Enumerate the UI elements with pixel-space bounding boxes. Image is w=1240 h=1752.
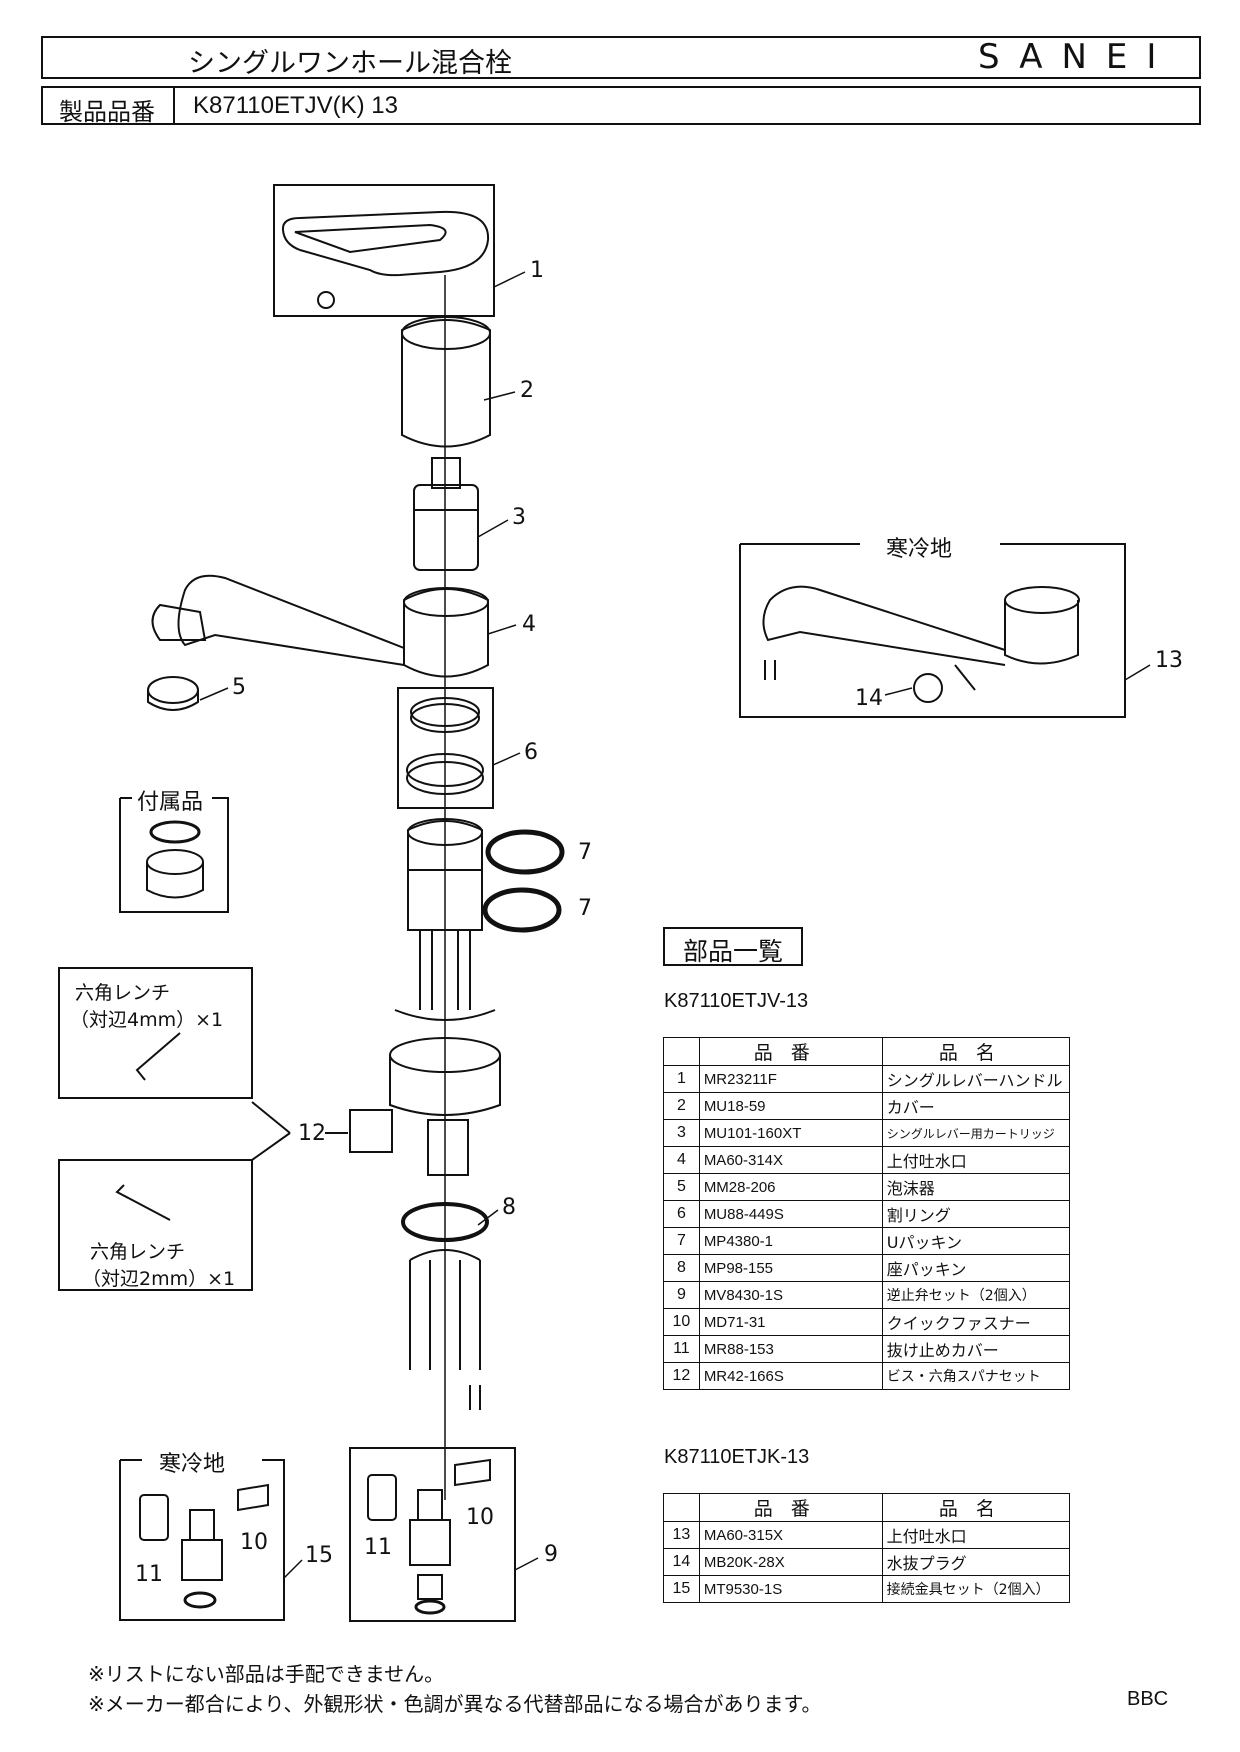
callout-6: 6 — [524, 740, 538, 765]
callout-4: 4 — [522, 612, 536, 637]
cold-region-frame-top — [739, 543, 1126, 718]
footer-code: BBC — [1127, 1688, 1169, 1710]
callout-12: 12 — [298, 1121, 326, 1146]
product-code: K87110ETJV(K) 13 — [193, 92, 398, 119]
callout-1: 1 — [530, 258, 544, 283]
part-12-screw-frame — [349, 1109, 393, 1153]
accessory-label: 付属品 — [137, 790, 204, 815]
callout-3: 3 — [512, 505, 526, 530]
wrench-2mm-line2: （対辺2mm）×1 — [82, 1268, 236, 1290]
part-6-frame — [397, 687, 494, 809]
divider — [173, 88, 175, 123]
callout-11-cold: 11 — [135, 1562, 163, 1587]
callout-13: 13 — [1155, 648, 1183, 673]
callout-9: 9 — [544, 1542, 558, 1567]
table1-title: K87110ETJV-13 — [664, 990, 809, 1012]
callout-2: 2 — [520, 378, 534, 403]
wrench-4mm-line2: （対辺4mm）×1 — [70, 1009, 224, 1031]
callout-11: 11 — [364, 1535, 392, 1560]
callout-10: 10 — [466, 1505, 494, 1530]
title-bar: シングルワンホール混合栓 SANEI — [41, 36, 1201, 79]
wrench-2mm-line1: 六角レンチ — [90, 1241, 186, 1263]
valve-body — [407, 820, 483, 931]
accessory-frame — [119, 797, 229, 913]
table-header: 品番 品名 — [663, 1037, 1071, 1066]
footer-note-1: ※リストにない部品は手配できません。 — [88, 1662, 445, 1686]
product-code-label: 製品品番 — [59, 98, 155, 126]
handle-screw — [317, 291, 335, 309]
cartridge — [413, 484, 479, 571]
callout-15: 15 — [305, 1543, 333, 1568]
part-1-frame — [273, 184, 495, 317]
table2-title: K87110ETJK-13 — [664, 1446, 810, 1468]
callout-7a: 7 — [578, 840, 592, 865]
col-code: 品番 — [698, 1493, 883, 1522]
col-code: 品番 — [698, 1037, 883, 1066]
wrench-4mm-line1: 六角レンチ — [75, 982, 171, 1004]
callout-7b: 7 — [578, 896, 592, 921]
callout-8: 8 — [502, 1195, 516, 1220]
cold-region-frame-bottom — [119, 1459, 285, 1621]
product-code-bar: 製品品番 K87110ETJV(K) 13 — [41, 86, 1201, 126]
lever-handle — [281, 210, 490, 277]
callout-10-cold: 10 — [240, 1530, 268, 1555]
parts-list-heading: 部品一覧 — [663, 927, 803, 966]
aerator — [147, 676, 199, 704]
seat-packing — [401, 1202, 489, 1242]
callout-5: 5 — [232, 675, 246, 700]
cold-region-label-top: 寒冷地 — [886, 537, 953, 562]
brand-logo: SANEI — [978, 37, 1176, 77]
callout-14: 14 — [855, 686, 883, 711]
col-name: 品名 — [881, 1037, 1071, 1066]
drain-plug — [913, 673, 943, 703]
cover — [401, 319, 491, 448]
part-9-frame — [349, 1447, 516, 1622]
cold-region-label-bottom: 寒冷地 — [159, 1452, 226, 1477]
spout — [403, 588, 489, 678]
wrench-2mm-frame — [58, 1159, 253, 1291]
footer-note-2: ※メーカー都合により、外観形状・色調が異なる代替部品になる場合があります。 — [88, 1692, 822, 1716]
wrench-4mm-frame — [58, 967, 253, 1099]
table-header: 品番 品名 — [663, 1493, 1071, 1522]
col-name: 品名 — [881, 1493, 1071, 1522]
product-title: シングルワンホール混合栓 — [188, 48, 512, 79]
